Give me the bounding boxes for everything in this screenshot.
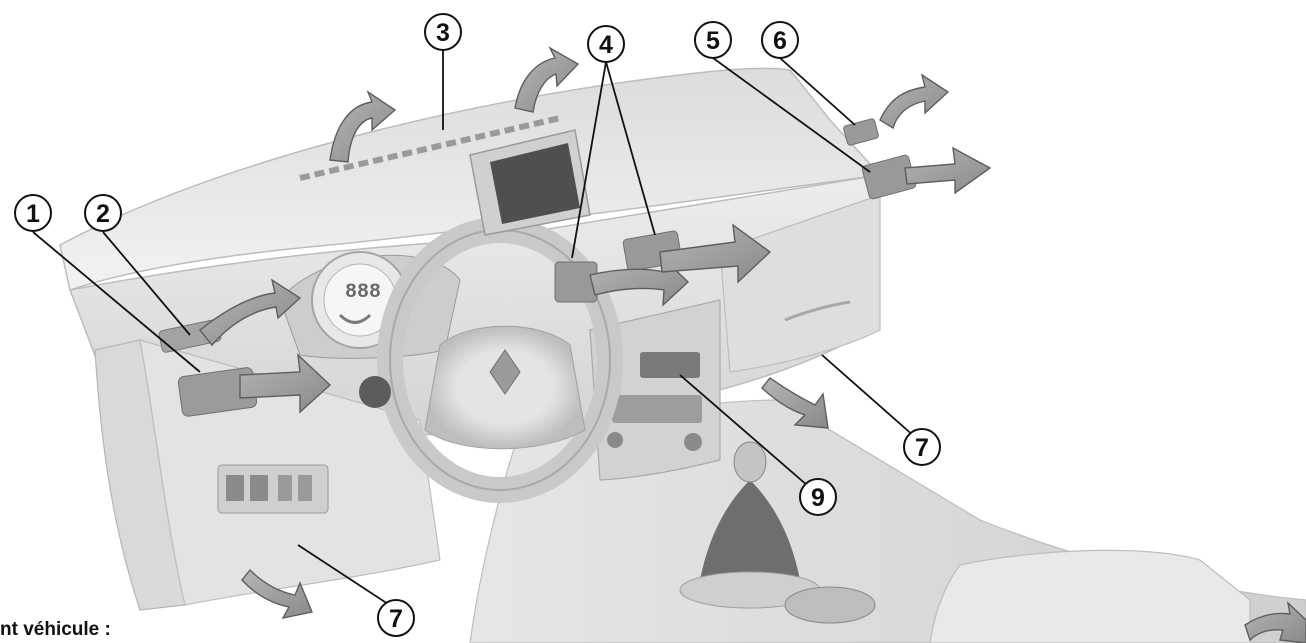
figure-caption: nt véhicule : <box>0 619 111 640</box>
callout-3-label: 3 <box>436 19 450 47</box>
callout-4: 4 <box>587 25 625 63</box>
callout-7-left-label: 7 <box>389 605 403 633</box>
callout-4-label: 4 <box>599 31 613 59</box>
arrow-icon <box>1244 601 1306 643</box>
arrow-icon <box>241 568 313 619</box>
arrow-icon <box>514 46 580 113</box>
dashboard: 888 <box>59 67 1306 643</box>
vent-right-side-window <box>843 118 879 146</box>
arrow-icon <box>879 73 950 130</box>
callouts: 1 2 3 4 5 6 7 7 <box>14 13 941 637</box>
arrow-icon <box>904 146 992 195</box>
radio-unit <box>607 352 702 451</box>
callout-7-right-label: 7 <box>915 434 929 462</box>
armrest <box>929 549 1251 643</box>
callout-9-label: 9 <box>811 484 825 512</box>
callout-9: 9 <box>799 478 837 516</box>
callout-1-label: 1 <box>26 200 40 228</box>
arrow-icon <box>329 90 397 163</box>
vent-centre-left <box>554 261 598 303</box>
glove-box-handle <box>784 300 851 322</box>
callout-2: 2 <box>84 194 122 232</box>
arrow-icon <box>239 353 332 414</box>
arrow-icon <box>659 223 772 284</box>
callout-5: 5 <box>694 21 732 59</box>
multimedia-controller <box>784 586 876 624</box>
instrument-cluster: 888 <box>279 251 461 359</box>
callout-6: 6 <box>761 21 799 59</box>
gear-lever <box>679 441 821 609</box>
callout-2-label: 2 <box>96 200 110 228</box>
leader-lines <box>32 50 916 605</box>
brand-logo-icon <box>489 349 521 395</box>
callout-1: 1 <box>14 194 52 232</box>
callout-7-right: 7 <box>903 428 941 466</box>
cluster-speed-digits: 888 <box>345 281 381 304</box>
arrow-icon <box>761 377 829 429</box>
navigation-screen <box>469 129 591 236</box>
arrow-icon <box>199 278 302 347</box>
callout-5-label: 5 <box>706 27 720 55</box>
light-switch-knob <box>359 376 391 408</box>
glove-box <box>719 194 881 373</box>
callout-6-label: 6 <box>773 27 787 55</box>
switch-panel <box>217 464 329 514</box>
callout-7-left: 7 <box>377 599 415 637</box>
callout-3: 3 <box>424 13 462 51</box>
arrow-icon <box>589 256 690 307</box>
airflow-arrows <box>199 46 1306 643</box>
